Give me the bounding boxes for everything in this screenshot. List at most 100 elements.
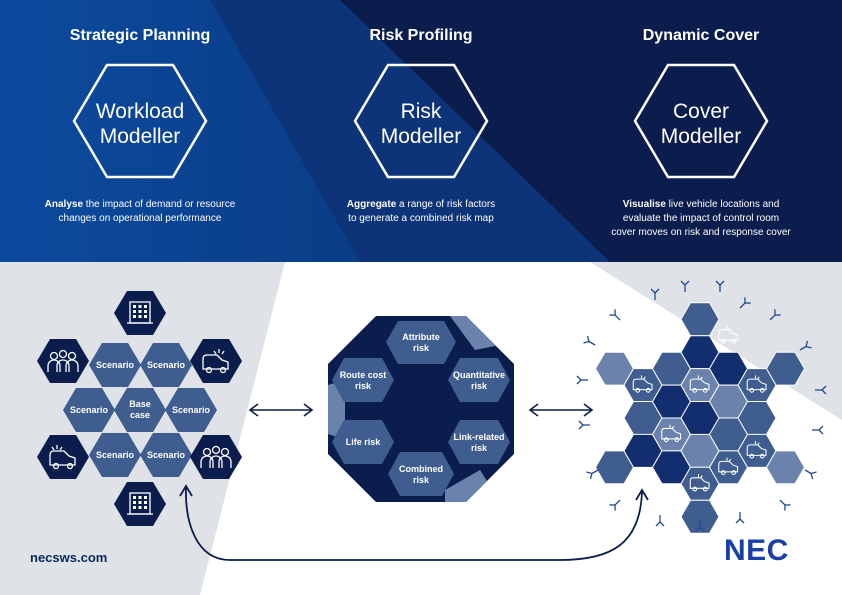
modeller-hexagon [72,63,208,179]
cover-hex-cell [765,450,806,485]
cover-hex-cell [680,499,720,534]
scenario-label: Scenario [147,360,186,370]
building-icon [127,492,153,515]
risk-hex-life [332,420,394,464]
column-dynamic-cover: Dynamic Cover Cover Modeller Visualise l… [611,27,791,238]
column-strategic-planning: Strategic Planning Workload Modeller Ana… [45,27,236,224]
column-description-line1: Analyse the impact of demand or resource [45,199,236,210]
hex-cell [114,388,166,432]
arrow-head-right [303,403,314,417]
ambulance-icon [689,375,710,393]
ambulance-icon [632,375,653,393]
road-sign-icon [769,309,781,321]
column-title: Strategic Planning [70,27,210,44]
building-icon [127,301,153,324]
scenario-label: Scenario [147,450,186,460]
hex-cell [165,388,217,432]
scenario-label: Scenario [70,405,109,415]
hex-cell [190,339,242,383]
road-sign-icon [680,280,690,292]
risk-cluster: Attribute risk Route cost risk Quantitat… [328,316,514,502]
scenario-cell-people [190,435,242,479]
ambulance-icon [746,441,767,459]
column-description-line1: Visualise live vehicle locations and [623,199,780,210]
ambulance-icon [718,457,739,476]
hex-cell [140,433,192,477]
combined-risk-line1: Combined [399,464,443,474]
scenario-cell: Scenario [89,343,141,387]
ambulance-icon [746,375,767,393]
road-sign-icon [812,425,824,435]
road-sign-icon [695,520,705,532]
route-cost-risk-line2: risk [355,381,372,391]
modeller-name-line2: Modeller [381,125,462,148]
link-related-risk-line1: Link-related [453,432,504,442]
route-cost-risk-line1: Route cost [340,370,387,380]
scenario-cell: Scenario [165,388,217,432]
top-band [0,0,842,262]
road-sign-icon [586,469,599,480]
risk-hex-combined [388,452,454,496]
double-arrow-right [528,403,594,417]
base-case-cell: Base case [114,388,166,432]
road-sign-icon [609,309,621,321]
scenario-label: Scenario [96,360,135,370]
ambulance-icon [775,391,796,410]
top-band-left-shape [0,0,360,262]
modeller-name-line1: Risk [401,100,442,123]
risk-center-hex [385,387,457,437]
hex-cell [37,435,89,479]
road-sign-icon [576,375,588,385]
hex-cell [89,343,141,387]
road-sign-icon [739,297,751,309]
column-description-line1: Aggregate a range of risk factors [347,199,495,210]
scenario-cell: Scenario [89,433,141,477]
hex-cell [37,339,89,383]
column-description-line2: to generate a combined risk map [348,213,494,224]
people-icon [47,349,79,372]
scenario-cell-bottom-icon [114,482,166,526]
ambulance-icon [689,474,710,492]
road-sign-icon [815,385,827,395]
quantitative-risk-line2: risk [471,381,488,391]
scenario-cell: Scenario [140,433,192,477]
modeller-hexagon [633,63,769,179]
base-case-line2: case [130,410,150,420]
people-icon [200,445,232,468]
modeller-name-line1: Workload [96,100,184,123]
scenario-cell-ambulance [190,339,242,383]
ambulance-icon [718,326,739,344]
column-description-line2: evaluate the impact of control room [623,213,779,224]
arrow-head-left [248,403,259,417]
double-arrow-left [248,403,314,417]
risk-hex-route-cost [332,358,394,402]
risk-hex-quantitative [448,358,510,402]
nec-logo: NEC [724,534,789,567]
arrow-head-right [583,403,594,417]
arrow-head-left [528,403,539,417]
column-description-line2: changes on operational performance [59,213,222,224]
modeller-hexagon [353,63,489,179]
life-risk-label: Life risk [346,437,382,447]
road-sign-icon [735,512,745,524]
scenario-cell: Scenario [63,388,115,432]
modeller-name-line1: Cover [673,100,729,123]
combined-risk-line2: risk [413,475,430,485]
hex-cell [89,433,141,477]
ambulance-icon [49,445,76,470]
road-sign-icon [715,280,725,292]
scenario-label: Scenario [172,405,211,415]
cover-grid [576,280,827,534]
ambulance-icon [661,326,682,344]
road-sign-icon [609,499,621,511]
scenario-label: Scenario [96,450,135,460]
ambulance-icon [202,349,229,374]
scenario-cluster: Scenario Scenario Scenario Base case Sce… [37,291,242,526]
modeller-name-line2: Modeller [100,125,181,148]
hex-cell [140,343,192,387]
loop-arrow-head-left [179,484,193,497]
base-case-line1: Base [129,399,151,409]
scenario-cell-top-icon [114,291,166,335]
